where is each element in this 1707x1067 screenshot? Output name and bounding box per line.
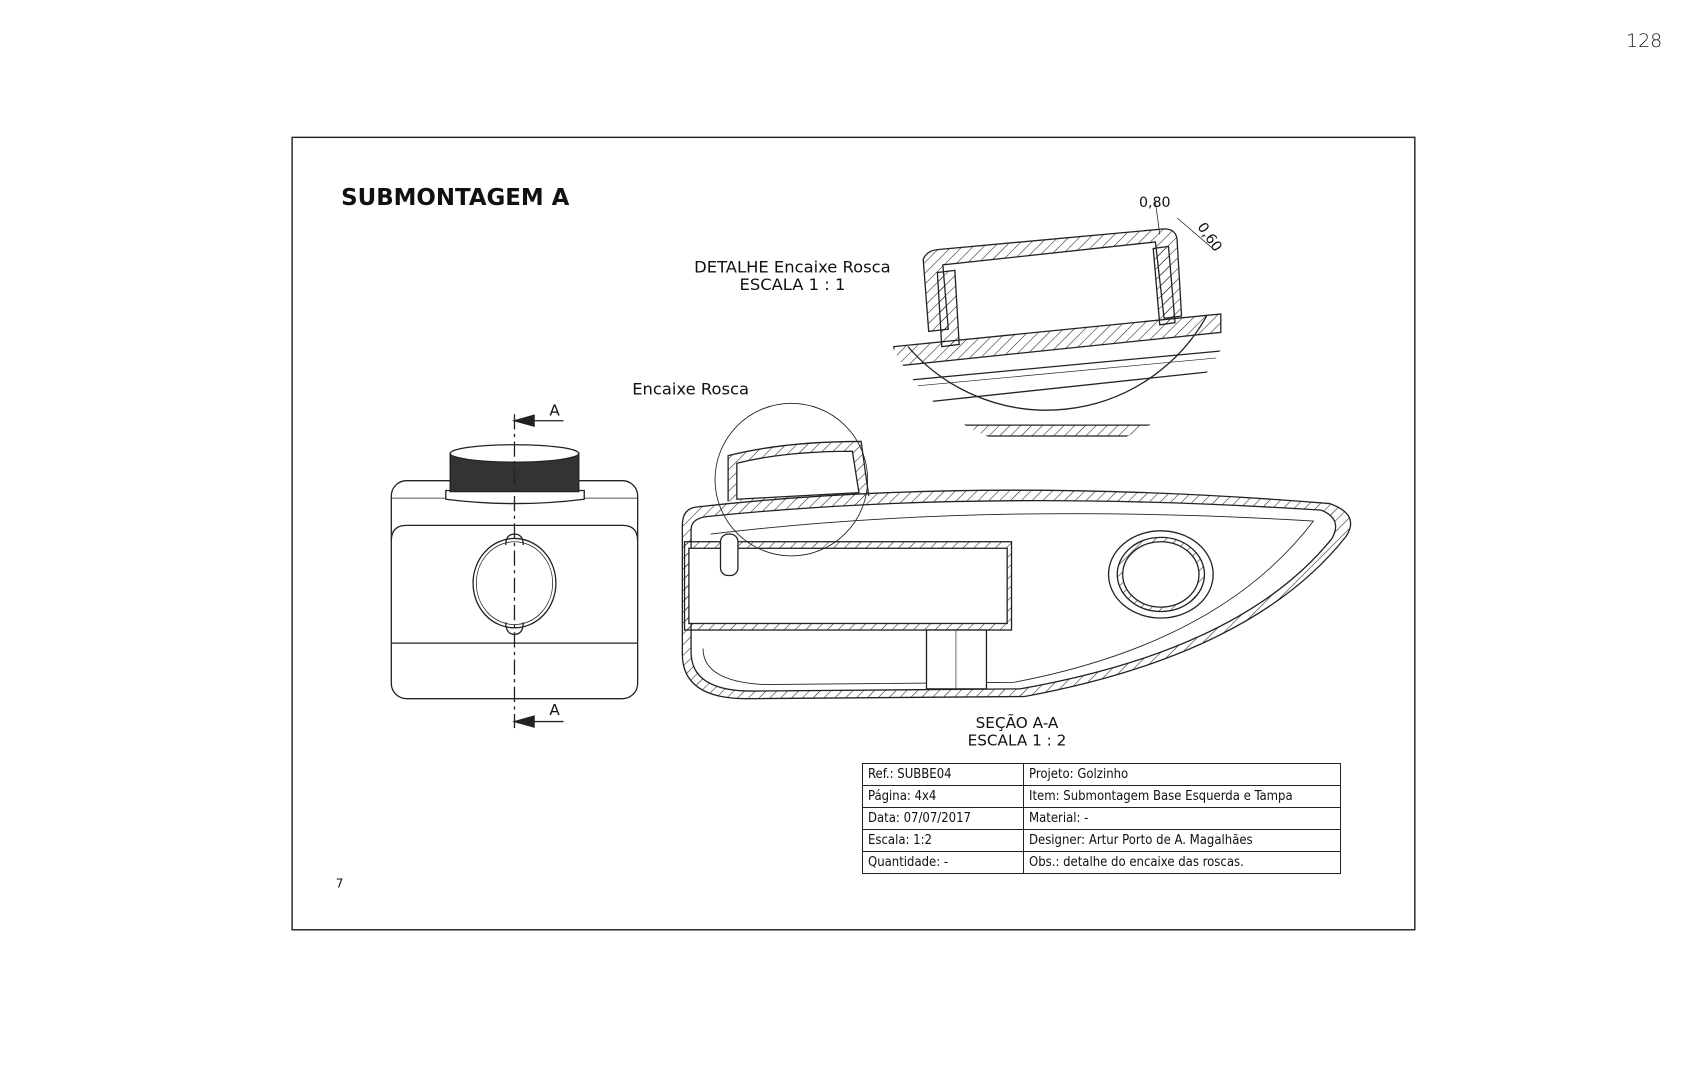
section-marker-top: A — [549, 401, 560, 419]
sheet-number: 7 — [336, 876, 344, 890]
title-block-cell: Escala: 1:2 — [862, 829, 1024, 852]
page-number: 128 — [1626, 30, 1663, 52]
title-block-cell: Página: 4x4 — [862, 785, 1024, 808]
detail-label: DETALHE Encaixe Rosca — [694, 258, 891, 277]
title-block-cell: Data: 07/07/2017 — [862, 807, 1024, 830]
section-label: SEÇÃO A-A — [976, 713, 1059, 732]
sheet-frame — [291, 136, 1416, 931]
title-block-cell: Ref.: SUBBE04 — [862, 763, 1024, 786]
title-block-cell: Designer: Artur Porto de A. Magalhães — [1023, 829, 1341, 852]
dimension-0-60: 0,60 — [1194, 220, 1225, 255]
title-block-cell: Material: - — [1023, 807, 1341, 830]
front-view: A A — [390, 401, 639, 729]
detail-view: 0,80 0,60 DETALHE Encaixe Rosca ESCALA 1… — [694, 195, 1225, 437]
detail-callout-circle — [714, 402, 869, 557]
detail-callout-label: Encaixe Rosca — [632, 380, 749, 399]
title-block-cell: Obs.: detalhe do encaixe das roscas. — [1023, 851, 1341, 874]
section-scale: ESCALA 1 : 2 — [968, 732, 1067, 750]
title-block-cell: Projeto: Golzinho — [1023, 763, 1341, 786]
title-block-cell: Quantidade: - — [862, 851, 1024, 874]
detail-scale: ESCALA 1 : 1 — [740, 275, 846, 294]
title-block-cell: Item: Submontagem Base Esquerda e Tampa — [1023, 785, 1341, 808]
section-marker-bottom: A — [549, 701, 560, 719]
section-view: Encaixe Rosca SEÇÃO A-A ESCALA 1 : 2 — [632, 380, 1352, 750]
title-block-row: Quantidade: -Obs.: detalhe do encaixe da… — [862, 851, 1341, 874]
dimension-0-80: 0,80 — [1139, 195, 1171, 211]
sheet-title: SUBMONTAGEM A — [341, 185, 569, 211]
